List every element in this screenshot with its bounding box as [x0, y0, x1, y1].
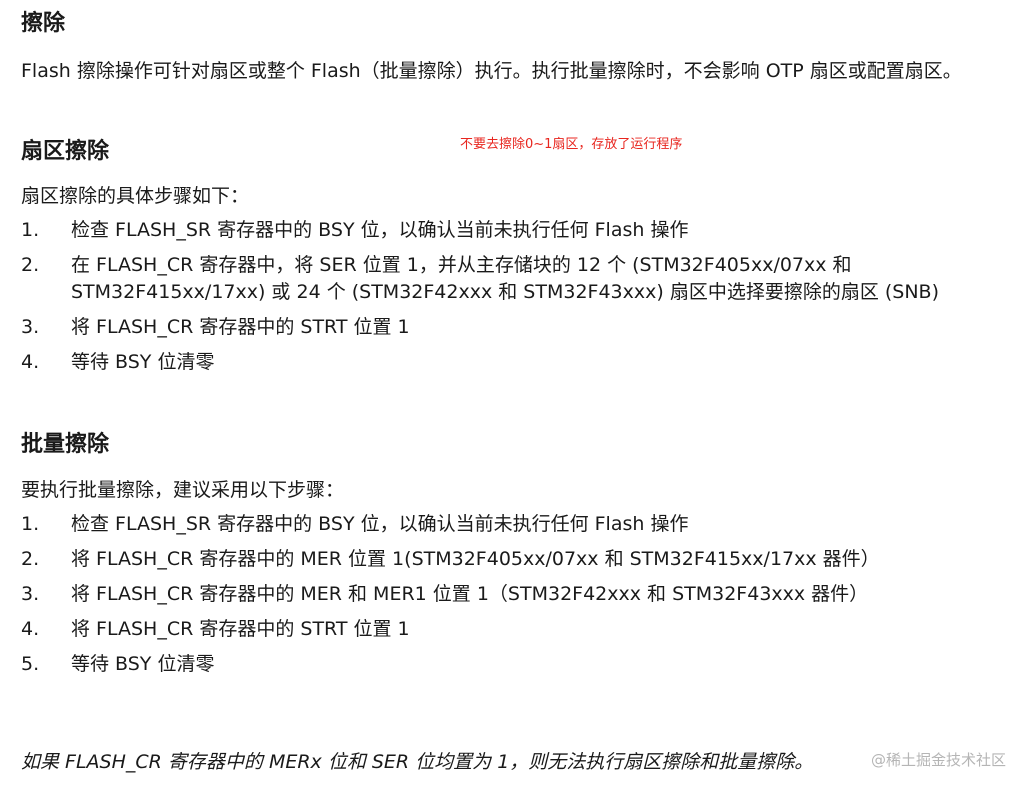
step-text: 将 FLASH_CR 寄存器中的 MER 和 MER1 位置 1（STM32F4…: [71, 583, 869, 605]
list-item: 5. 等待 BSY 位清零: [21, 651, 981, 678]
list-item: 4. 将 FLASH_CR 寄存器中的 STRT 位置 1: [21, 616, 981, 643]
heading-mass-erase: 批量擦除: [21, 432, 110, 457]
list-item: 1. 检查 FLASH_SR 寄存器中的 BSY 位，以确认当前未执行任何 Fl…: [21, 217, 981, 244]
list-item: 1. 检查 FLASH_SR 寄存器中的 BSY 位，以确认当前未执行任何 Fl…: [21, 511, 981, 538]
step-number: 4.: [21, 618, 40, 640]
step-text: 将 FLASH_CR 寄存器中的 MER 位置 1(STM32F405xx/07…: [71, 548, 880, 570]
sector-erase-intro: 扇区擦除的具体步骤如下：: [21, 185, 250, 207]
mass-erase-steps: 1. 检查 FLASH_SR 寄存器中的 BSY 位，以确认当前未执行任何 Fl…: [21, 511, 981, 686]
step-text: 将 FLASH_CR 寄存器中的 STRT 位置 1: [71, 618, 410, 640]
list-item: 3. 将 FLASH_CR 寄存器中的 MER 和 MER1 位置 1（STM3…: [21, 581, 981, 608]
list-item: 4. 等待 BSY 位清零: [21, 349, 981, 376]
step-number: 5.: [21, 653, 40, 675]
mass-erase-intro: 要执行批量擦除，建议采用以下步骤：: [21, 479, 345, 501]
heading-erase: 擦除: [21, 11, 66, 36]
step-number: 4.: [21, 351, 40, 373]
step-number: 1.: [21, 513, 40, 535]
intro-paragraph: Flash 擦除操作可针对扇区或整个 Flash（批量擦除）执行。执行批量擦除时…: [21, 60, 962, 82]
step-number: 2.: [21, 254, 40, 276]
step-text: 等待 BSY 位清零: [71, 351, 215, 373]
step-text: 等待 BSY 位清零: [71, 653, 215, 675]
list-item: 2. 将 FLASH_CR 寄存器中的 MER 位置 1(STM32F405xx…: [21, 546, 981, 573]
sector-erase-steps: 1. 检查 FLASH_SR 寄存器中的 BSY 位，以确认当前未执行任何 Fl…: [21, 217, 981, 384]
footer-note: 如果 FLASH_CR 寄存器中的 MERx 位和 SER 位均置为 1，则无法…: [21, 751, 814, 773]
step-text: 将 FLASH_CR 寄存器中的 STRT 位置 1: [71, 316, 410, 338]
step-text: 在 FLASH_CR 寄存器中，将 SER 位置 1，并从主存储块的 12 个 …: [71, 254, 939, 303]
step-number: 1.: [21, 219, 40, 241]
step-text: 检查 FLASH_SR 寄存器中的 BSY 位，以确认当前未执行任何 Flash…: [71, 513, 689, 535]
step-number: 3.: [21, 316, 40, 338]
list-item: 3. 将 FLASH_CR 寄存器中的 STRT 位置 1: [21, 314, 981, 341]
heading-sector-erase: 扇区擦除: [21, 139, 110, 164]
annotation-note: 不要去擦除0~1扇区，存放了运行程序: [460, 137, 683, 152]
step-text: 检查 FLASH_SR 寄存器中的 BSY 位，以确认当前未执行任何 Flash…: [71, 219, 689, 241]
step-number: 2.: [21, 548, 40, 570]
step-number: 3.: [21, 583, 40, 605]
watermark: @稀土掘金技术社区: [870, 751, 1006, 769]
list-item: 2. 在 FLASH_CR 寄存器中，将 SER 位置 1，并从主存储块的 12…: [21, 252, 981, 306]
